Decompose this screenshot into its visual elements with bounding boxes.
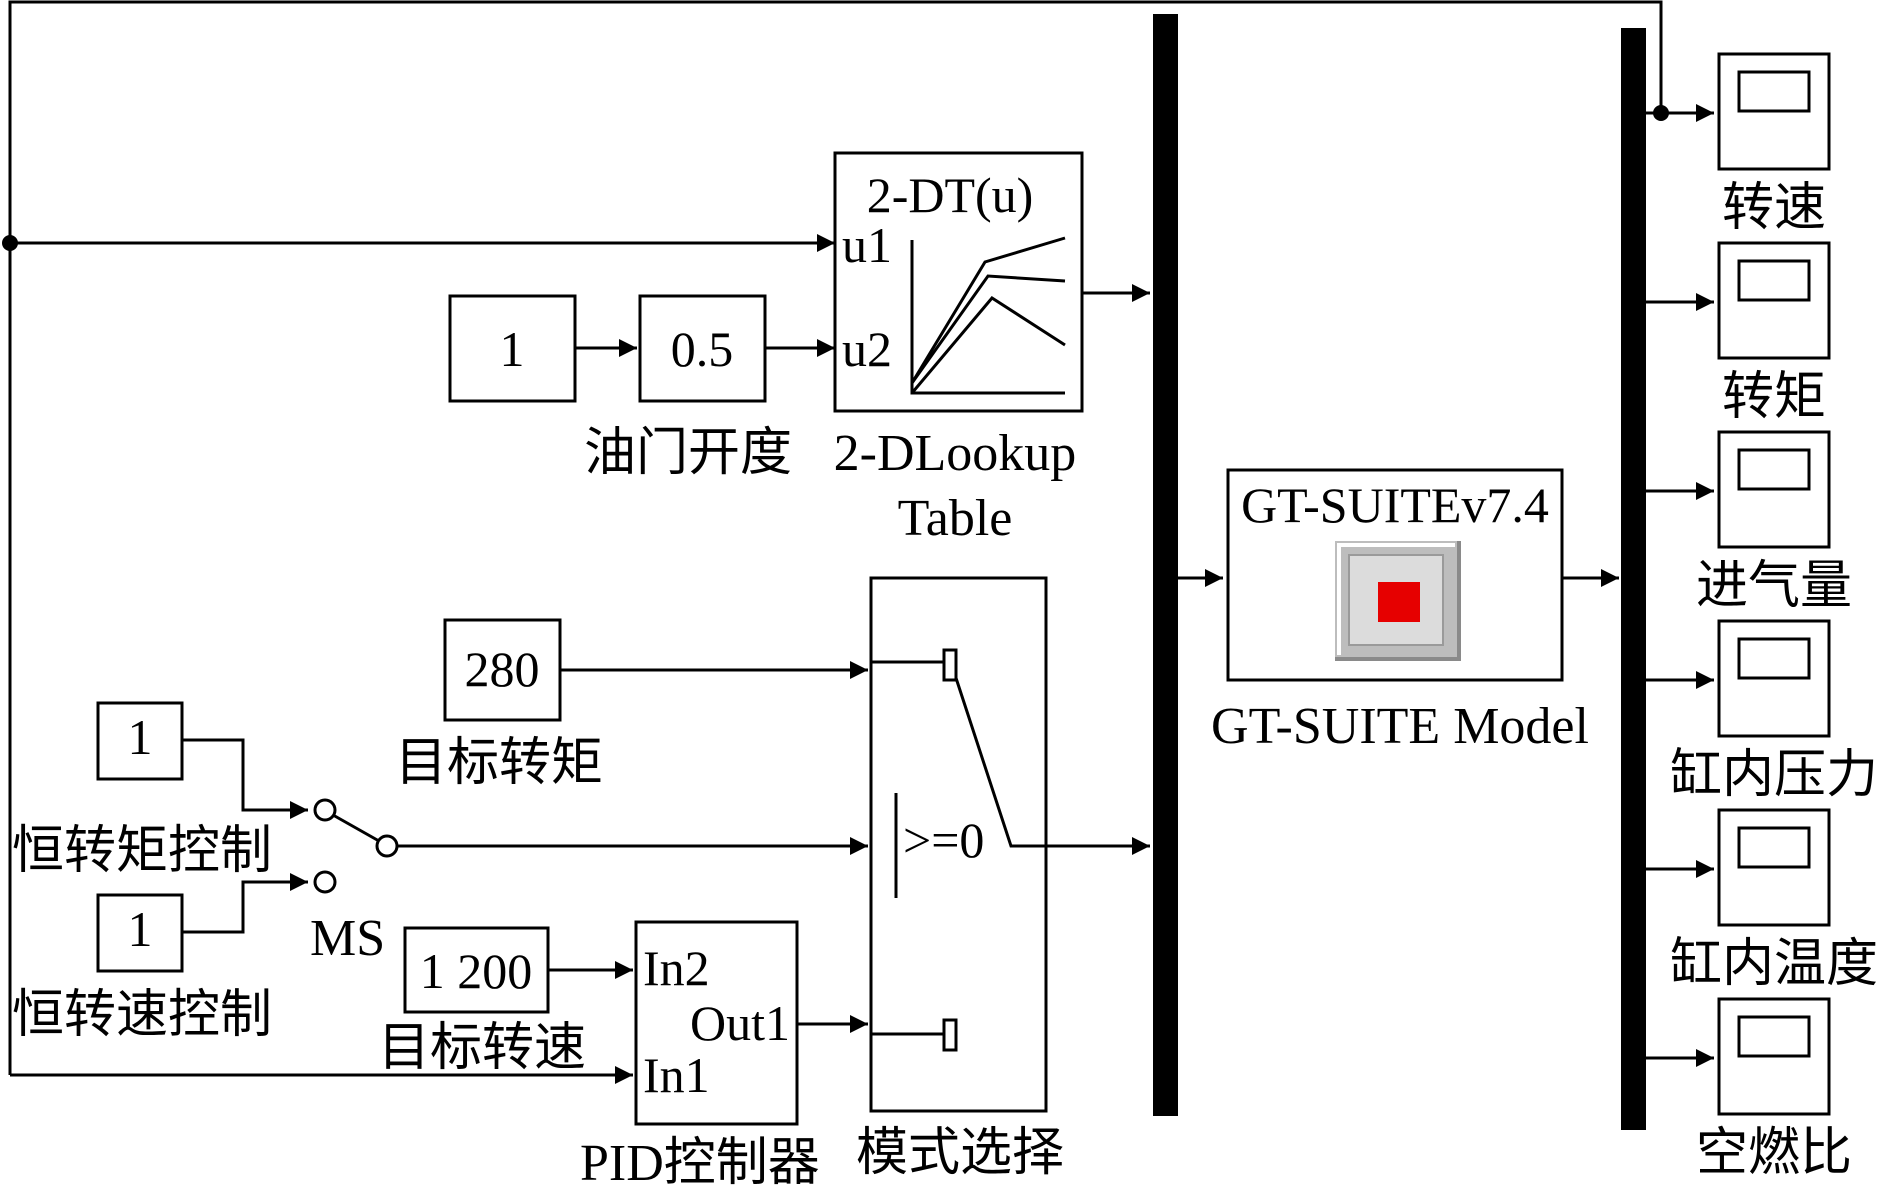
scope-cylinder-temperature[interactable] — [1717, 808, 1831, 927]
junction-dot — [1653, 105, 1669, 121]
const-torque-ctrl-block[interactable]: 1 — [96, 701, 184, 781]
scope-air-fuel-ratio[interactable] — [1717, 997, 1831, 1116]
throttle-gain-value: 0.5 — [671, 321, 734, 377]
scope-speed-label: 转速 — [1722, 180, 1826, 237]
gt-suite-block[interactable]: GT-SUITEv7.4 — [1226, 468, 1564, 682]
mux-bar[interactable] — [1153, 14, 1178, 1116]
scope-torque-label: 转矩 — [1722, 369, 1826, 426]
manual-switch-label: MS — [310, 910, 385, 967]
pid-label: PID控制器 — [580, 1135, 820, 1192]
target-torque-block[interactable]: 280 — [443, 618, 562, 722]
target-speed-block[interactable]: 1 200 — [403, 926, 550, 1014]
scope-cylinder-pressure-label: 缸内压力 — [1670, 746, 1878, 804]
target-speed-value: 1 200 — [420, 943, 533, 999]
manual-switch-block[interactable] — [313, 798, 399, 894]
const-speed-ctrl-block[interactable]: 1 — [96, 893, 184, 973]
gt-suite-title: GT-SUITEv7.4 — [1241, 477, 1549, 533]
junction-dot — [2, 235, 18, 251]
lookup-input-u1: u1 — [842, 217, 892, 273]
throttle-constant-block[interactable]: 1 — [448, 294, 577, 403]
const-torque-ctrl-value: 1 — [128, 709, 153, 765]
gt-suite-label: GT-SUITE Model — [1211, 698, 1589, 755]
target-torque-value: 280 — [465, 641, 540, 697]
lookup-title: 2-DT(u) — [867, 167, 1034, 223]
scope-intake-air[interactable] — [1717, 430, 1831, 549]
throttle-gain-block[interactable]: 0.5 — [638, 294, 767, 403]
scope-torque[interactable] — [1717, 241, 1831, 360]
target-torque-label: 目标转矩 — [395, 735, 603, 792]
target-speed-label: 目标转速 — [378, 1020, 586, 1077]
mode-switch-label: 模式选择 — [856, 1125, 1064, 1182]
pid-controller-block[interactable]: In2 Out1 In1 — [634, 920, 799, 1126]
scope-cylinder-temperature-label: 缸内温度 — [1670, 935, 1878, 993]
throttle-constant-value: 1 — [500, 321, 525, 377]
demux-bar[interactable] — [1621, 28, 1646, 1130]
lookup-table-block[interactable]: 2-DT(u) u1 u2 — [833, 151, 1084, 413]
const-torque-ctrl-label: 恒转矩控制 — [12, 823, 272, 880]
throttle-label: 油门开度 — [584, 425, 792, 482]
lookup-label-line2: Table — [898, 490, 1013, 547]
stop-icon — [1335, 541, 1461, 661]
lookup-curves-icon — [910, 236, 1066, 395]
scope-air-fuel-ratio-label: 空燃比 — [1696, 1125, 1852, 1182]
pid-input-in2: In2 — [643, 940, 710, 996]
lookup-input-u2: u2 — [842, 321, 892, 377]
feedback-line — [8, 0, 1663, 1075]
scope-intake-air-label: 进气量 — [1696, 558, 1852, 615]
pid-output-out1: Out1 — [690, 995, 790, 1051]
scope-speed[interactable] — [1717, 52, 1831, 171]
signal-lines — [2, 0, 1714, 1084]
lookup-label-line1: 2-DLookup — [834, 425, 1077, 482]
pid-input-in1: In1 — [643, 1047, 710, 1103]
speed-ctrl-to-ms-line — [182, 873, 308, 934]
const-speed-ctrl-value: 1 — [128, 901, 153, 957]
torque-ctrl-to-ms-line — [182, 738, 308, 819]
mode-switch-block[interactable]: >=0 — [869, 576, 1048, 1113]
mode-switch-threshold: >=0 — [903, 812, 984, 868]
const-speed-ctrl-label: 恒转速控制 — [12, 987, 272, 1044]
scope-cylinder-pressure[interactable] — [1717, 619, 1831, 738]
